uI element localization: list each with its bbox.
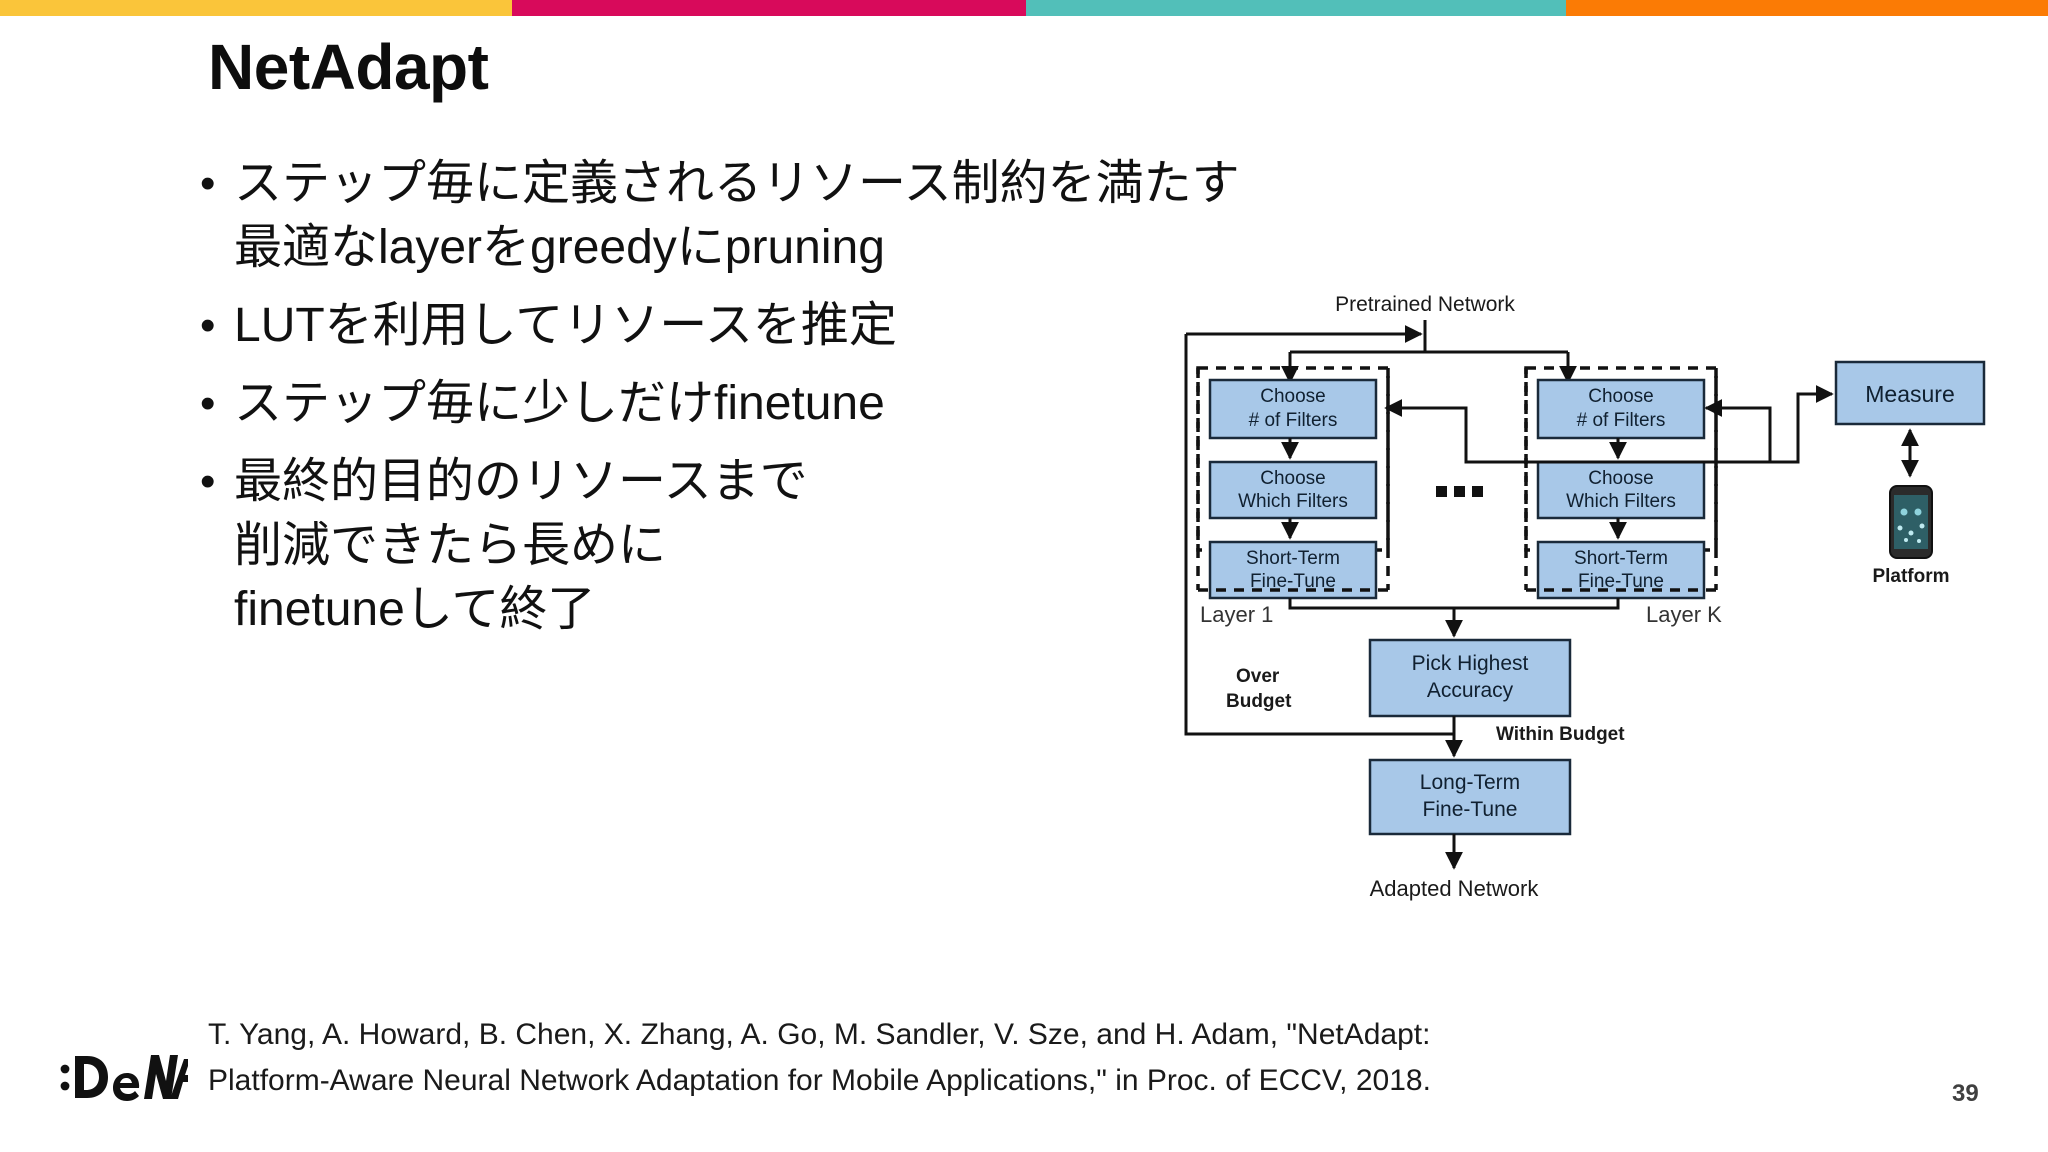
box-label: Choose: [1588, 386, 1654, 407]
box-label: Fine-Tune: [1250, 571, 1336, 592]
box-label: Choose: [1260, 468, 1326, 489]
list-item-text: ステップ毎に少しだけfinetune: [234, 372, 1140, 436]
list-item: • ステップ毎に定義されるリソース制約を満たす 最適なlayerをgreedyに…: [200, 152, 1240, 280]
box-choose-num-filters-right: [1536, 378, 1706, 440]
bullet-dot-icon: •: [200, 379, 216, 428]
list-item-text: LUTを利用してリソースを推定: [234, 294, 1140, 358]
decorative-top-color-bar: [0, 0, 2048, 16]
citation-line: T. Yang, A. Howard, B. Chen, X. Zhang, A…: [208, 1018, 1431, 1051]
topbar-segment-teal: [1026, 0, 1566, 16]
list-item-text: 最終的目的のリソースまで 削減できたら長めに finetuneして終了: [234, 450, 1140, 642]
figure-label-layer-1: Layer 1: [1200, 602, 1273, 627]
list-item-line: finetuneして終了: [234, 583, 596, 636]
slide-title: NetAdapt: [208, 31, 489, 103]
citation-block: T. Yang, A. Howard, B. Chen, X. Zhang, A…: [208, 1012, 1888, 1104]
box-label: Which Filters: [1566, 491, 1676, 512]
list-item-line: 削減できたら長めに: [234, 519, 667, 572]
box-label: Short-Term: [1246, 548, 1340, 569]
edge-label-over: Over: [1236, 666, 1280, 687]
topbar-segment-orange: [1566, 0, 2048, 16]
topbar-segment-pink: [512, 0, 1026, 16]
list-item-line: 最適なlayerをgreedyにpruning: [234, 221, 885, 274]
dena-logo: [58, 1048, 188, 1108]
list-item-text: ステップ毎に定義されるリソース制約を満たす 最適なlayerをgreedyにpr…: [234, 152, 1240, 280]
bullet-dot-icon: •: [200, 159, 216, 208]
list-item-line: 最終的目的のリソースまで: [234, 455, 808, 508]
box-label: Choose: [1260, 386, 1326, 407]
bullet-dot-icon: •: [200, 301, 216, 350]
box-choose-num-filters-left: [1208, 378, 1378, 440]
figure-caption-pretrained-network: Pretrained Network: [1335, 293, 1515, 316]
box-label: Which Filters: [1238, 491, 1348, 512]
box-label: Choose: [1588, 468, 1654, 489]
box-label: Fine-Tune: [1423, 798, 1518, 821]
edge-label-within-budget: Within Budget: [1496, 724, 1625, 745]
netadapt-flow-diagram: Pretrained Network Choose # of Filters C…: [1178, 290, 1998, 940]
box-choose-which-filters-left: [1208, 460, 1378, 520]
bullet-list: • ステップ毎に定義されるリソース制約を満たす 最適なlayerをgreedyに…: [200, 152, 1240, 656]
figure-caption-adapted-network: Adapted Network: [1370, 876, 1540, 901]
box-label: Pick Highest: [1412, 652, 1529, 675]
box-label: # of Filters: [1249, 410, 1338, 431]
figure-label-layer-k: Layer K: [1646, 602, 1722, 627]
list-item-line: ステップ毎に定義されるリソース制約を満たす: [234, 157, 1240, 210]
box-label: Fine-Tune: [1578, 571, 1664, 592]
citation-line: Platform-Aware Neural Network Adaptation…: [208, 1064, 1431, 1097]
list-item: • 最終的目的のリソースまで 削減できたら長めに finetuneして終了: [200, 450, 1140, 642]
box-label: Short-Term: [1574, 548, 1668, 569]
edge-label-budget: Budget: [1226, 691, 1292, 712]
box-pick-highest-accuracy: [1368, 638, 1572, 718]
list-item-line: ステップ毎に少しだけfinetune: [234, 377, 885, 430]
list-item: • LUTを利用してリソースを推定: [200, 294, 1140, 358]
box-label: Accuracy: [1427, 679, 1514, 702]
figure-ellipsis: [1436, 486, 1483, 497]
box-label: Long-Term: [1420, 771, 1520, 794]
page-number: 39: [1952, 1080, 1979, 1107]
box-choose-which-filters-right: [1536, 460, 1706, 520]
dena-logo-glyphs: [60, 1055, 188, 1101]
platform-phone-icon: [1889, 485, 1933, 559]
topbar-segment-yellow: [0, 0, 512, 16]
list-item: • ステップ毎に少しだけfinetune: [200, 372, 1140, 436]
box-label: # of Filters: [1577, 410, 1666, 431]
box-label: Measure: [1865, 381, 1954, 407]
box-long-term-fine-tune: [1368, 758, 1572, 836]
figure-label-platform: Platform: [1872, 566, 1949, 587]
bullet-dot-icon: •: [200, 457, 216, 506]
box-measure: [1834, 360, 1986, 426]
list-item-line: LUTを利用してリソースを推定: [234, 299, 897, 352]
